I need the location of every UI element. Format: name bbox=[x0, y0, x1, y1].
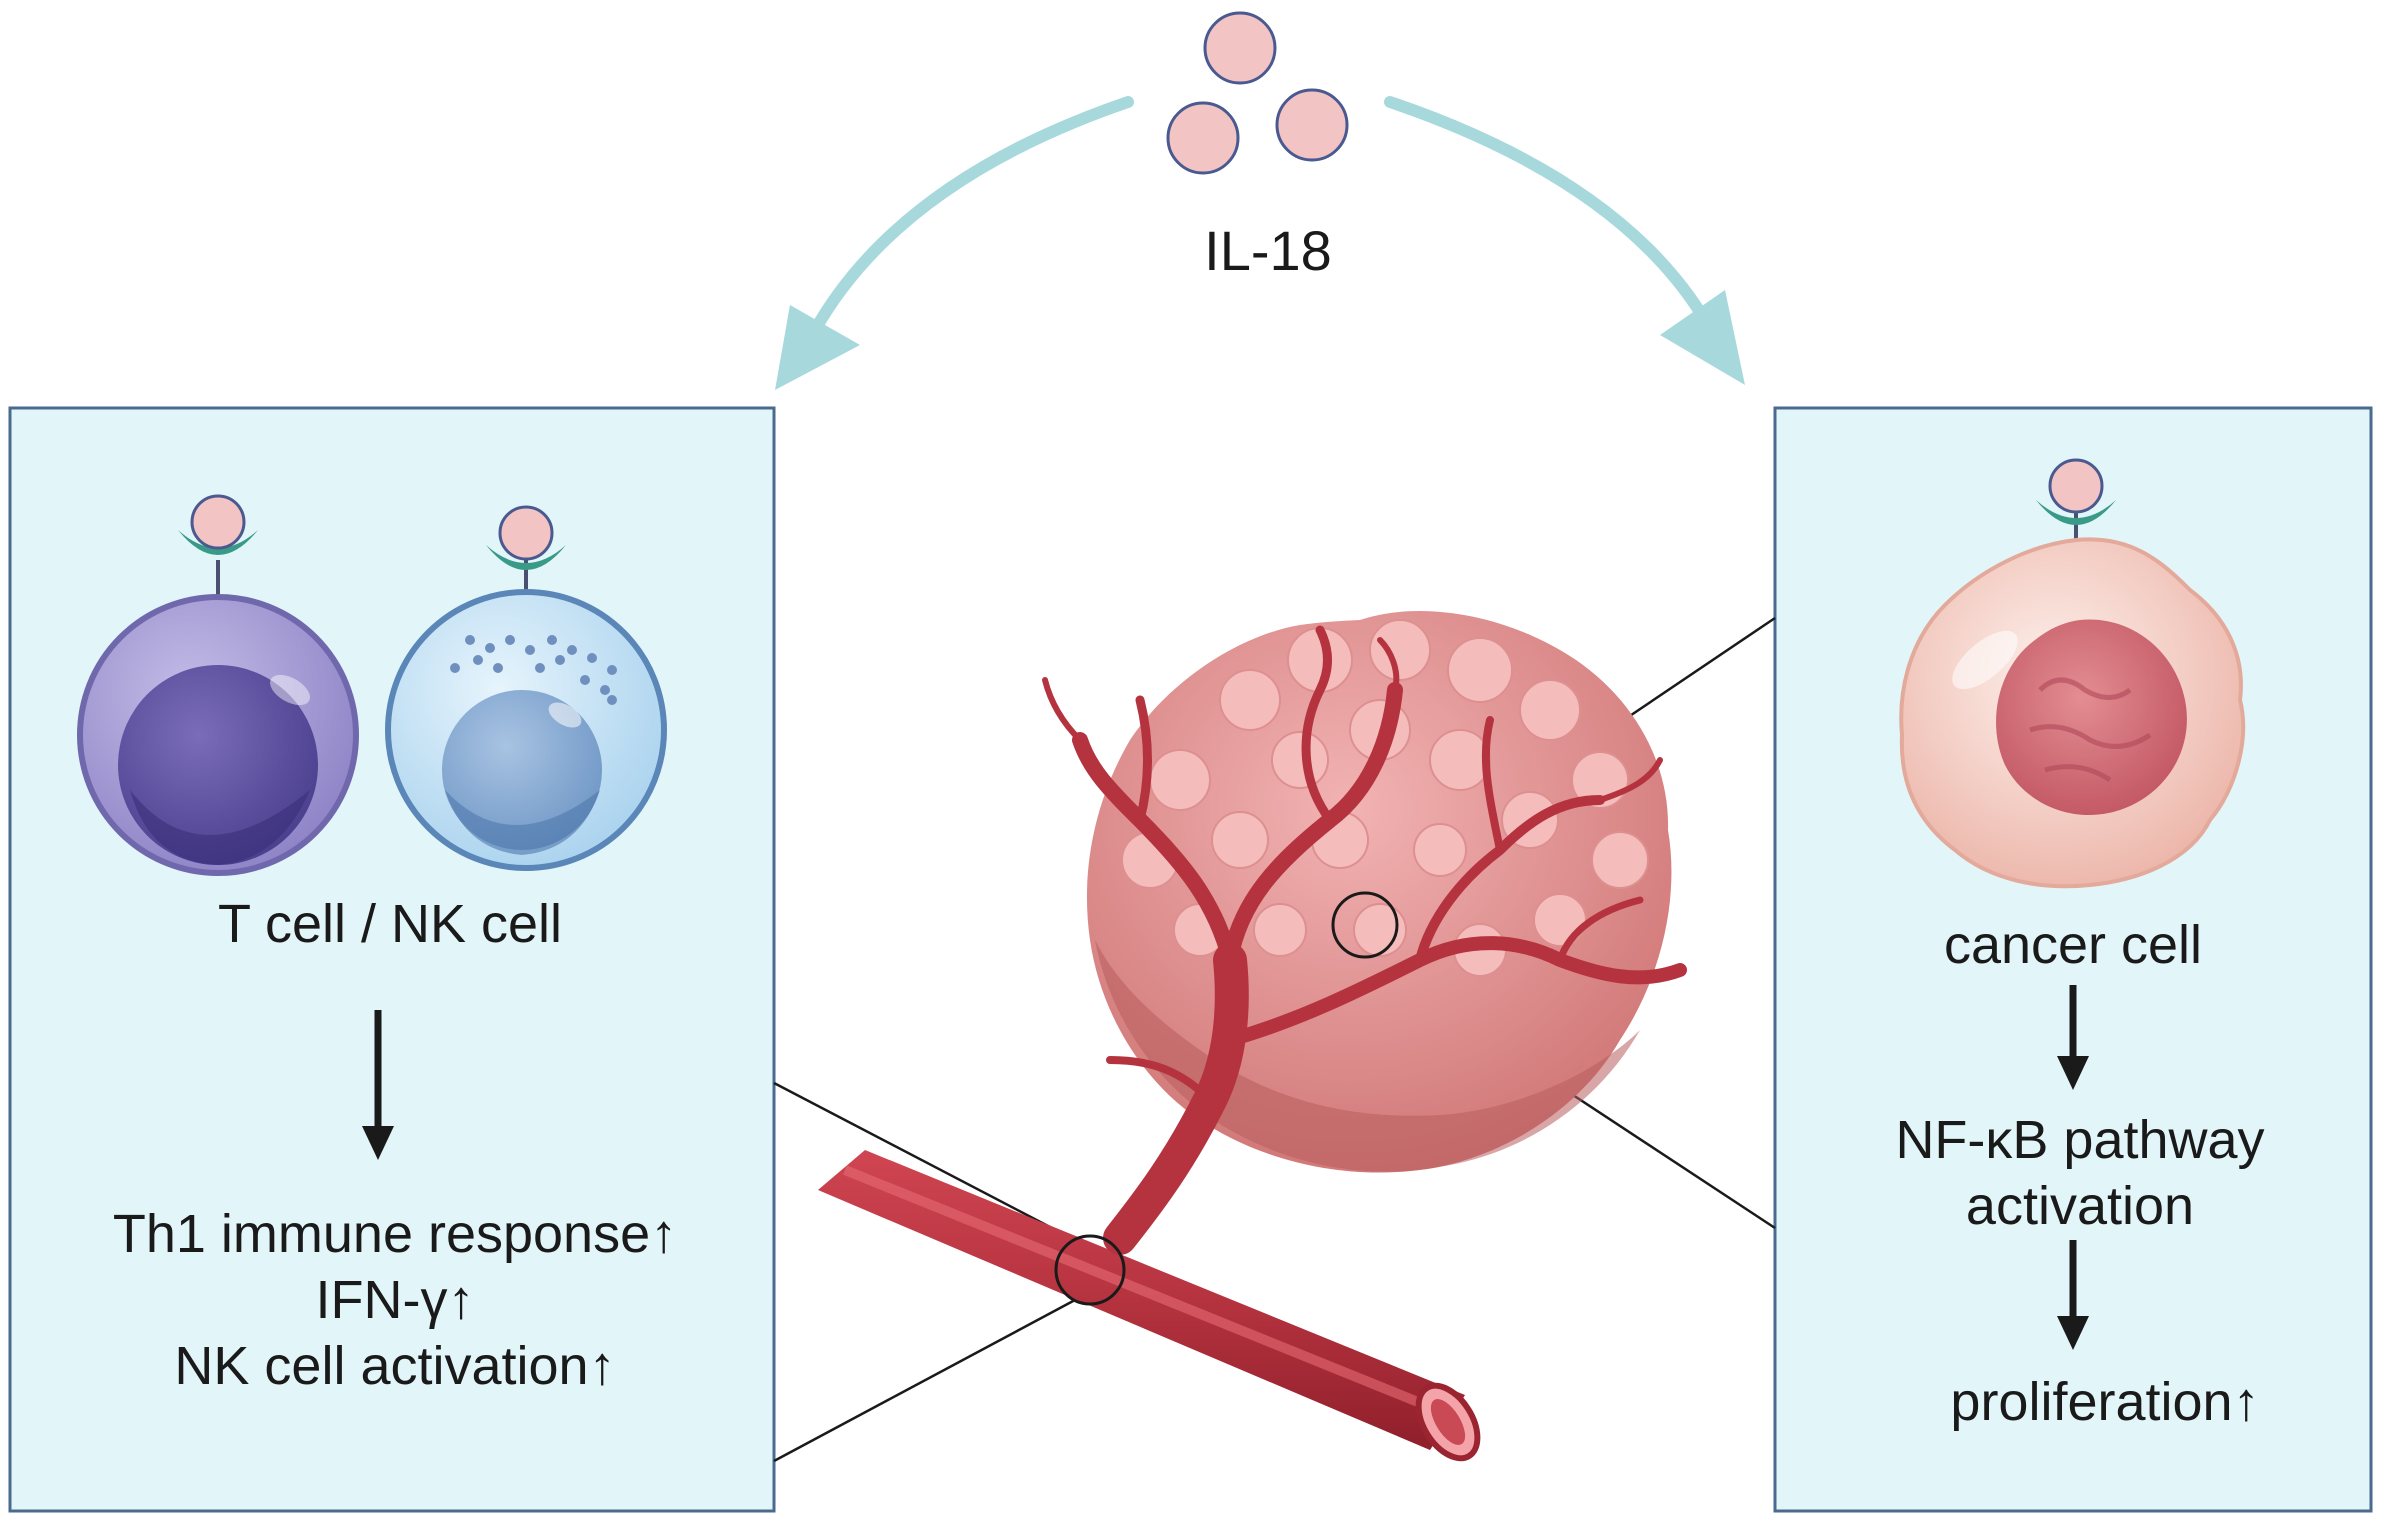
curved-arrow-right bbox=[1384, 96, 1745, 385]
il18-particle bbox=[1166, 101, 1240, 175]
il18-particles bbox=[1166, 11, 1349, 175]
right-down-arrow-1 bbox=[2057, 985, 2089, 1090]
zoom-circle-tumor bbox=[1331, 891, 1399, 959]
left-down-arrow bbox=[362, 1010, 394, 1160]
effect-ifn-gamma: IFN-γ↑ bbox=[316, 1270, 475, 1330]
t-cell-icon bbox=[77, 494, 359, 876]
curved-arrow-left bbox=[775, 96, 1134, 390]
cancer-cell-label: cancer cell bbox=[1944, 915, 2202, 975]
proliferation-label: proliferation↑ bbox=[1950, 1372, 2259, 1432]
effect-th1: Th1 immune response↑ bbox=[113, 1204, 677, 1264]
left-panel bbox=[8, 406, 776, 1513]
cancer-cell-icon bbox=[1899, 458, 2246, 889]
nk-cell-icon bbox=[385, 505, 667, 871]
il18-label: IL-18 bbox=[1204, 219, 1332, 282]
right-down-arrow-2 bbox=[2057, 1240, 2089, 1350]
t-nk-cell-label: T cell / NK cell bbox=[218, 894, 562, 954]
blood-vessel-icon bbox=[818, 1150, 1481, 1462]
effect-nk-activation: NK cell activation↑ bbox=[174, 1336, 615, 1396]
tumor-vasculature-icon bbox=[1042, 625, 1687, 1255]
zoom-circle-vessel bbox=[1054, 1234, 1126, 1306]
il18-particle bbox=[1203, 11, 1277, 85]
tumor-mass-icon bbox=[1086, 611, 1672, 1173]
activation-label: activation bbox=[1966, 1176, 2194, 1236]
il18-particle bbox=[1275, 88, 1349, 162]
nfkb-pathway-label: NF-κB pathway bbox=[1895, 1110, 2264, 1170]
